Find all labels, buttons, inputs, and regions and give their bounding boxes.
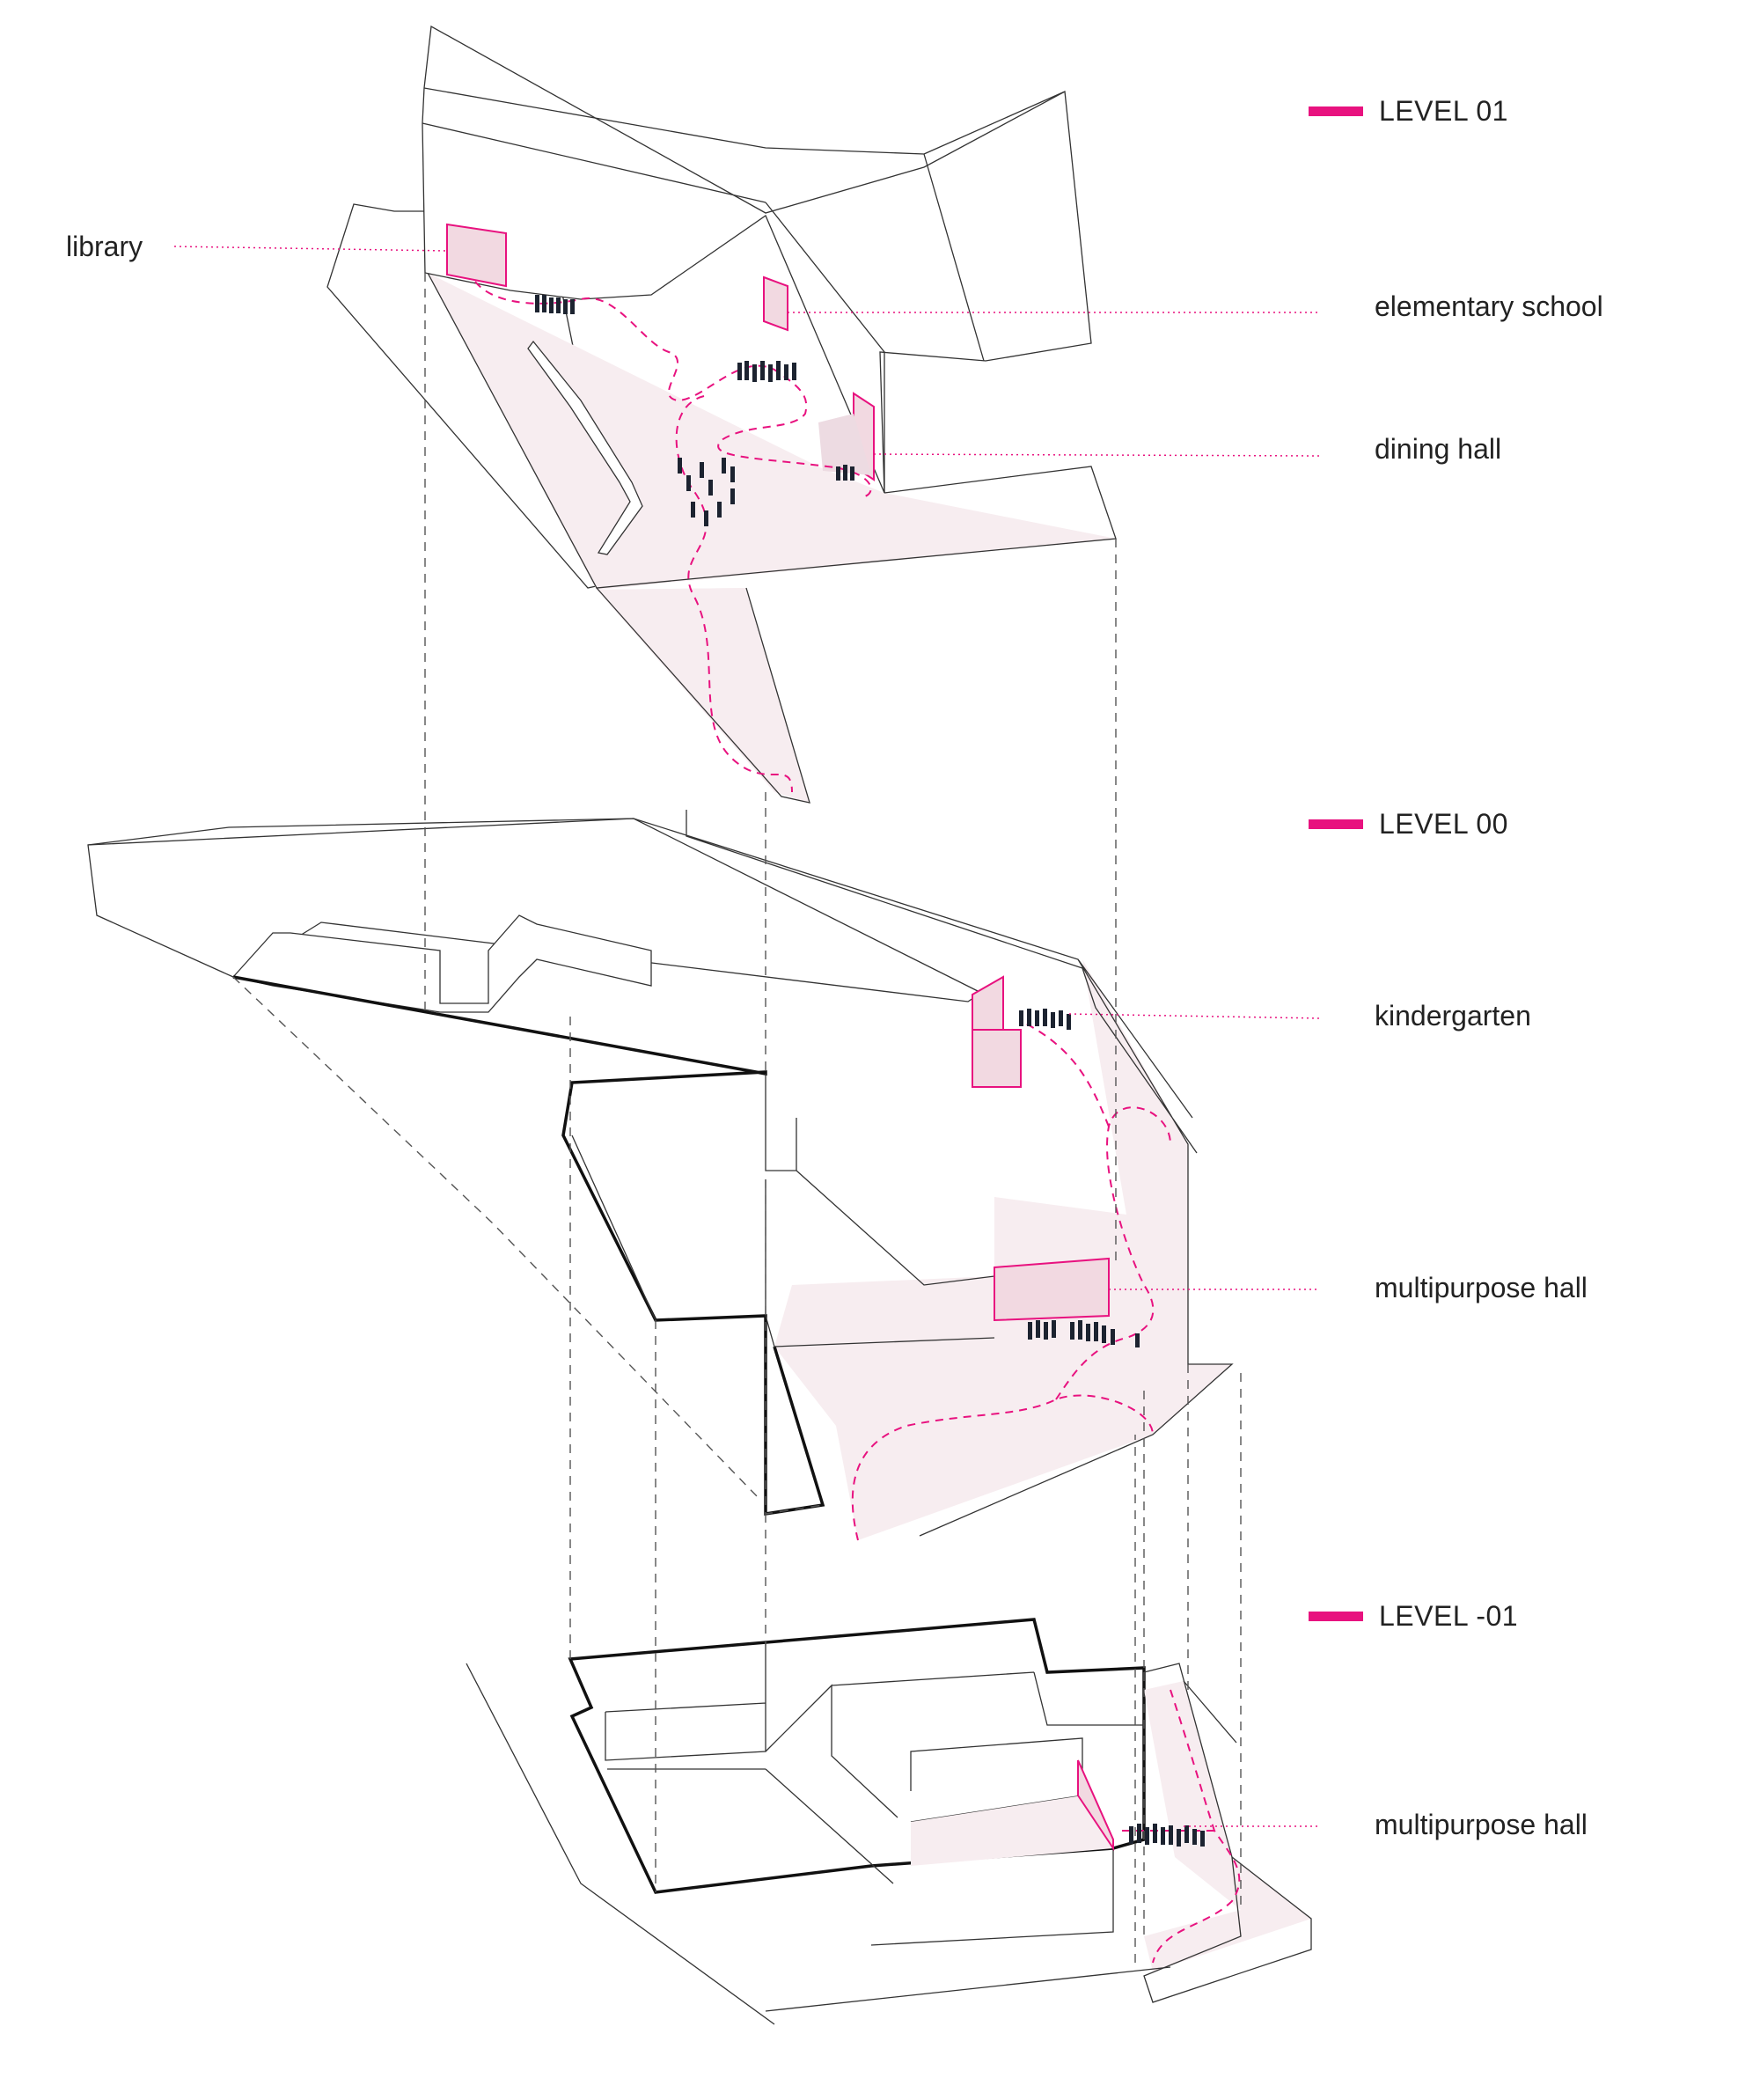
level-01-ramp-outline [596, 587, 810, 804]
library-room [446, 223, 507, 288]
level-m01-marker [1309, 1612, 1363, 1621]
level-01-label: LEVEL 01 [1309, 95, 1508, 128]
level-01-slab [428, 273, 1116, 590]
level-00-building-walls [571, 1074, 995, 1347]
level-00-circulation-floor [634, 819, 1232, 1540]
callout-leaders [173, 246, 1321, 1827]
elementary-school-room [763, 275, 788, 332]
level-00-label: LEVEL 00 [1309, 808, 1508, 841]
level-01-building-mass [422, 25, 1092, 494]
level-00-circulation-path [851, 1020, 1171, 1541]
level-01-marker [1309, 106, 1363, 116]
library-label: library [66, 231, 143, 262]
dining-hall-label: dining hall [1375, 433, 1502, 465]
kindergarten-wall [972, 1029, 1022, 1088]
dining-hall-floor-zone [818, 414, 871, 475]
kindergarten-label: kindergarten [1375, 1000, 1531, 1032]
level-00-outline [87, 810, 1234, 1537]
level-00-marker [1309, 819, 1363, 829]
level-01-people-library [535, 295, 575, 314]
level-01-ramp [597, 588, 810, 803]
level-m01-text: LEVEL -01 [1379, 1600, 1519, 1632]
level-m01-stair-outline [1143, 1663, 1312, 2003]
multipurpose-hall-00-label: multipurpose hall [1375, 1272, 1588, 1303]
level-m01-stair [1144, 1681, 1311, 1972]
level-m01-floor [466, 1618, 1312, 2025]
level-m01-room-fill [911, 1795, 1113, 1866]
multipurpose-hall-m01-room [1077, 1759, 1114, 1852]
level-00-people-hall [1028, 1320, 1140, 1347]
level-01-floor [326, 25, 1117, 804]
level-01-low-wall [527, 340, 643, 555]
level-00-people-kindergarten [1019, 1009, 1071, 1030]
level-m01-interior-walls [605, 1641, 1144, 1946]
level-00-floor [87, 810, 1234, 1541]
level-01-people-dining [836, 465, 854, 481]
multipurpose-hall-00-room [994, 1257, 1110, 1322]
level-00-text: LEVEL 00 [1379, 808, 1508, 840]
level-01-roof-lines [422, 87, 1066, 493]
elementary-school-label: elementary school [1375, 290, 1603, 322]
dining-hall-leader [873, 453, 1321, 457]
projection-lines [232, 273, 1242, 1963]
level-m01-people [1129, 1824, 1205, 1847]
multipurpose-hall-m01-label: multipurpose hall [1375, 1809, 1588, 1840]
level-00-terrain [87, 818, 983, 1002]
level-m01-terrain-line [466, 1663, 1237, 2025]
level-01-people-plaza [678, 458, 735, 526]
level-00-retaining-wall [231, 914, 652, 1013]
level-m01-label: LEVEL -01 [1309, 1600, 1518, 1633]
level-00-building-outline[interactable] [232, 975, 825, 1516]
level-01-text: LEVEL 01 [1379, 95, 1508, 127]
library-leader [173, 246, 448, 252]
level-01-people-school [737, 361, 796, 382]
